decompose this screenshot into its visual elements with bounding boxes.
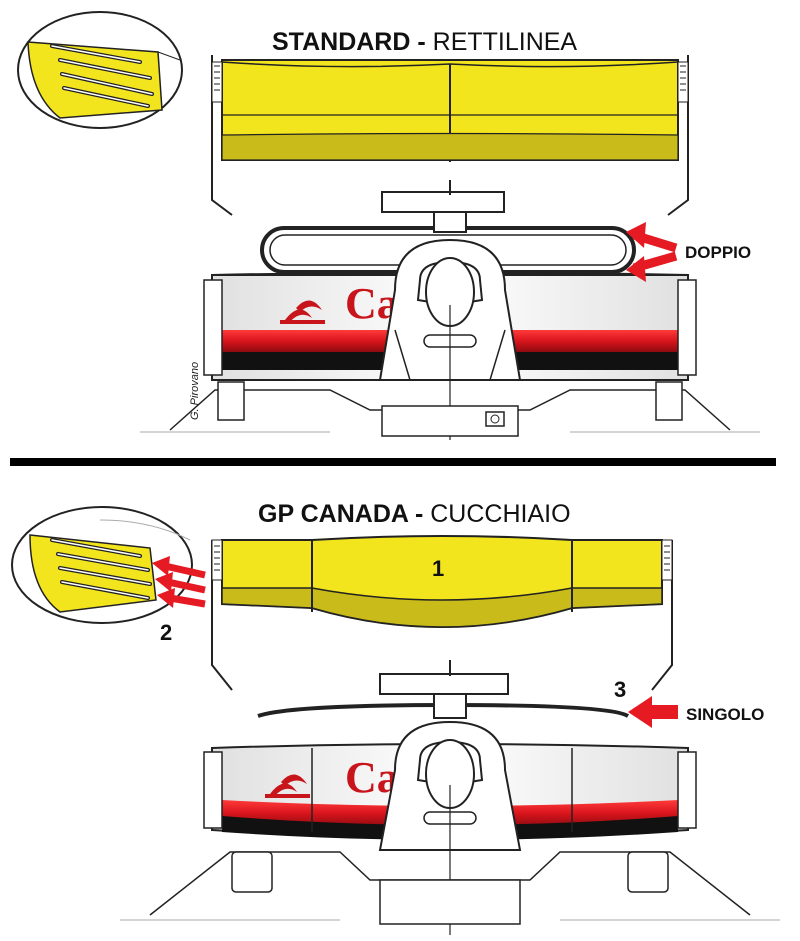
bottom-section: GP CANADA - CUCCHIAIO 2 [11, 500, 780, 935]
bottom-inset-arrows [152, 556, 206, 608]
top-title-light: RETTILINEA [433, 28, 578, 56]
bottom-title-light: CUCCHIAIO [430, 500, 570, 528]
top-callout-label: DOPPIO [685, 243, 751, 262]
top-inset-magnifier [17, 11, 183, 129]
bottom-callout-label: SINGOLO [686, 705, 764, 724]
top-sponsor-flame-icon [280, 300, 325, 324]
top-car-body: Ca nder [140, 238, 760, 440]
bottom-rear-wing [211, 535, 673, 691]
bottom-sponsor-flame-icon [265, 774, 310, 798]
bottom-pylon [379, 660, 509, 719]
top-pylon [381, 180, 505, 233]
marker-1: 1 [432, 556, 444, 581]
top-title-bold: STANDARD - [272, 28, 433, 56]
top-title: STANDARD - RETTILINEA [272, 28, 577, 56]
top-rear-wing [211, 55, 689, 216]
bottom-title-bold: GP CANADA - [258, 500, 430, 528]
marker-2: 2 [160, 620, 172, 645]
bottom-callout-arrow [628, 696, 678, 728]
bottom-title: GP CANADA - CUCCHIAIO [258, 500, 571, 528]
section-divider [10, 458, 776, 466]
top-section: STANDARD - RETTILINEA [17, 11, 760, 440]
artist-credit: G. Pirovano [189, 362, 201, 420]
bottom-car-body: Ca nder [120, 720, 780, 935]
bottom-inset-magnifier [11, 506, 193, 624]
top-callout-arrows [626, 222, 678, 282]
marker-3: 3 [614, 677, 626, 702]
